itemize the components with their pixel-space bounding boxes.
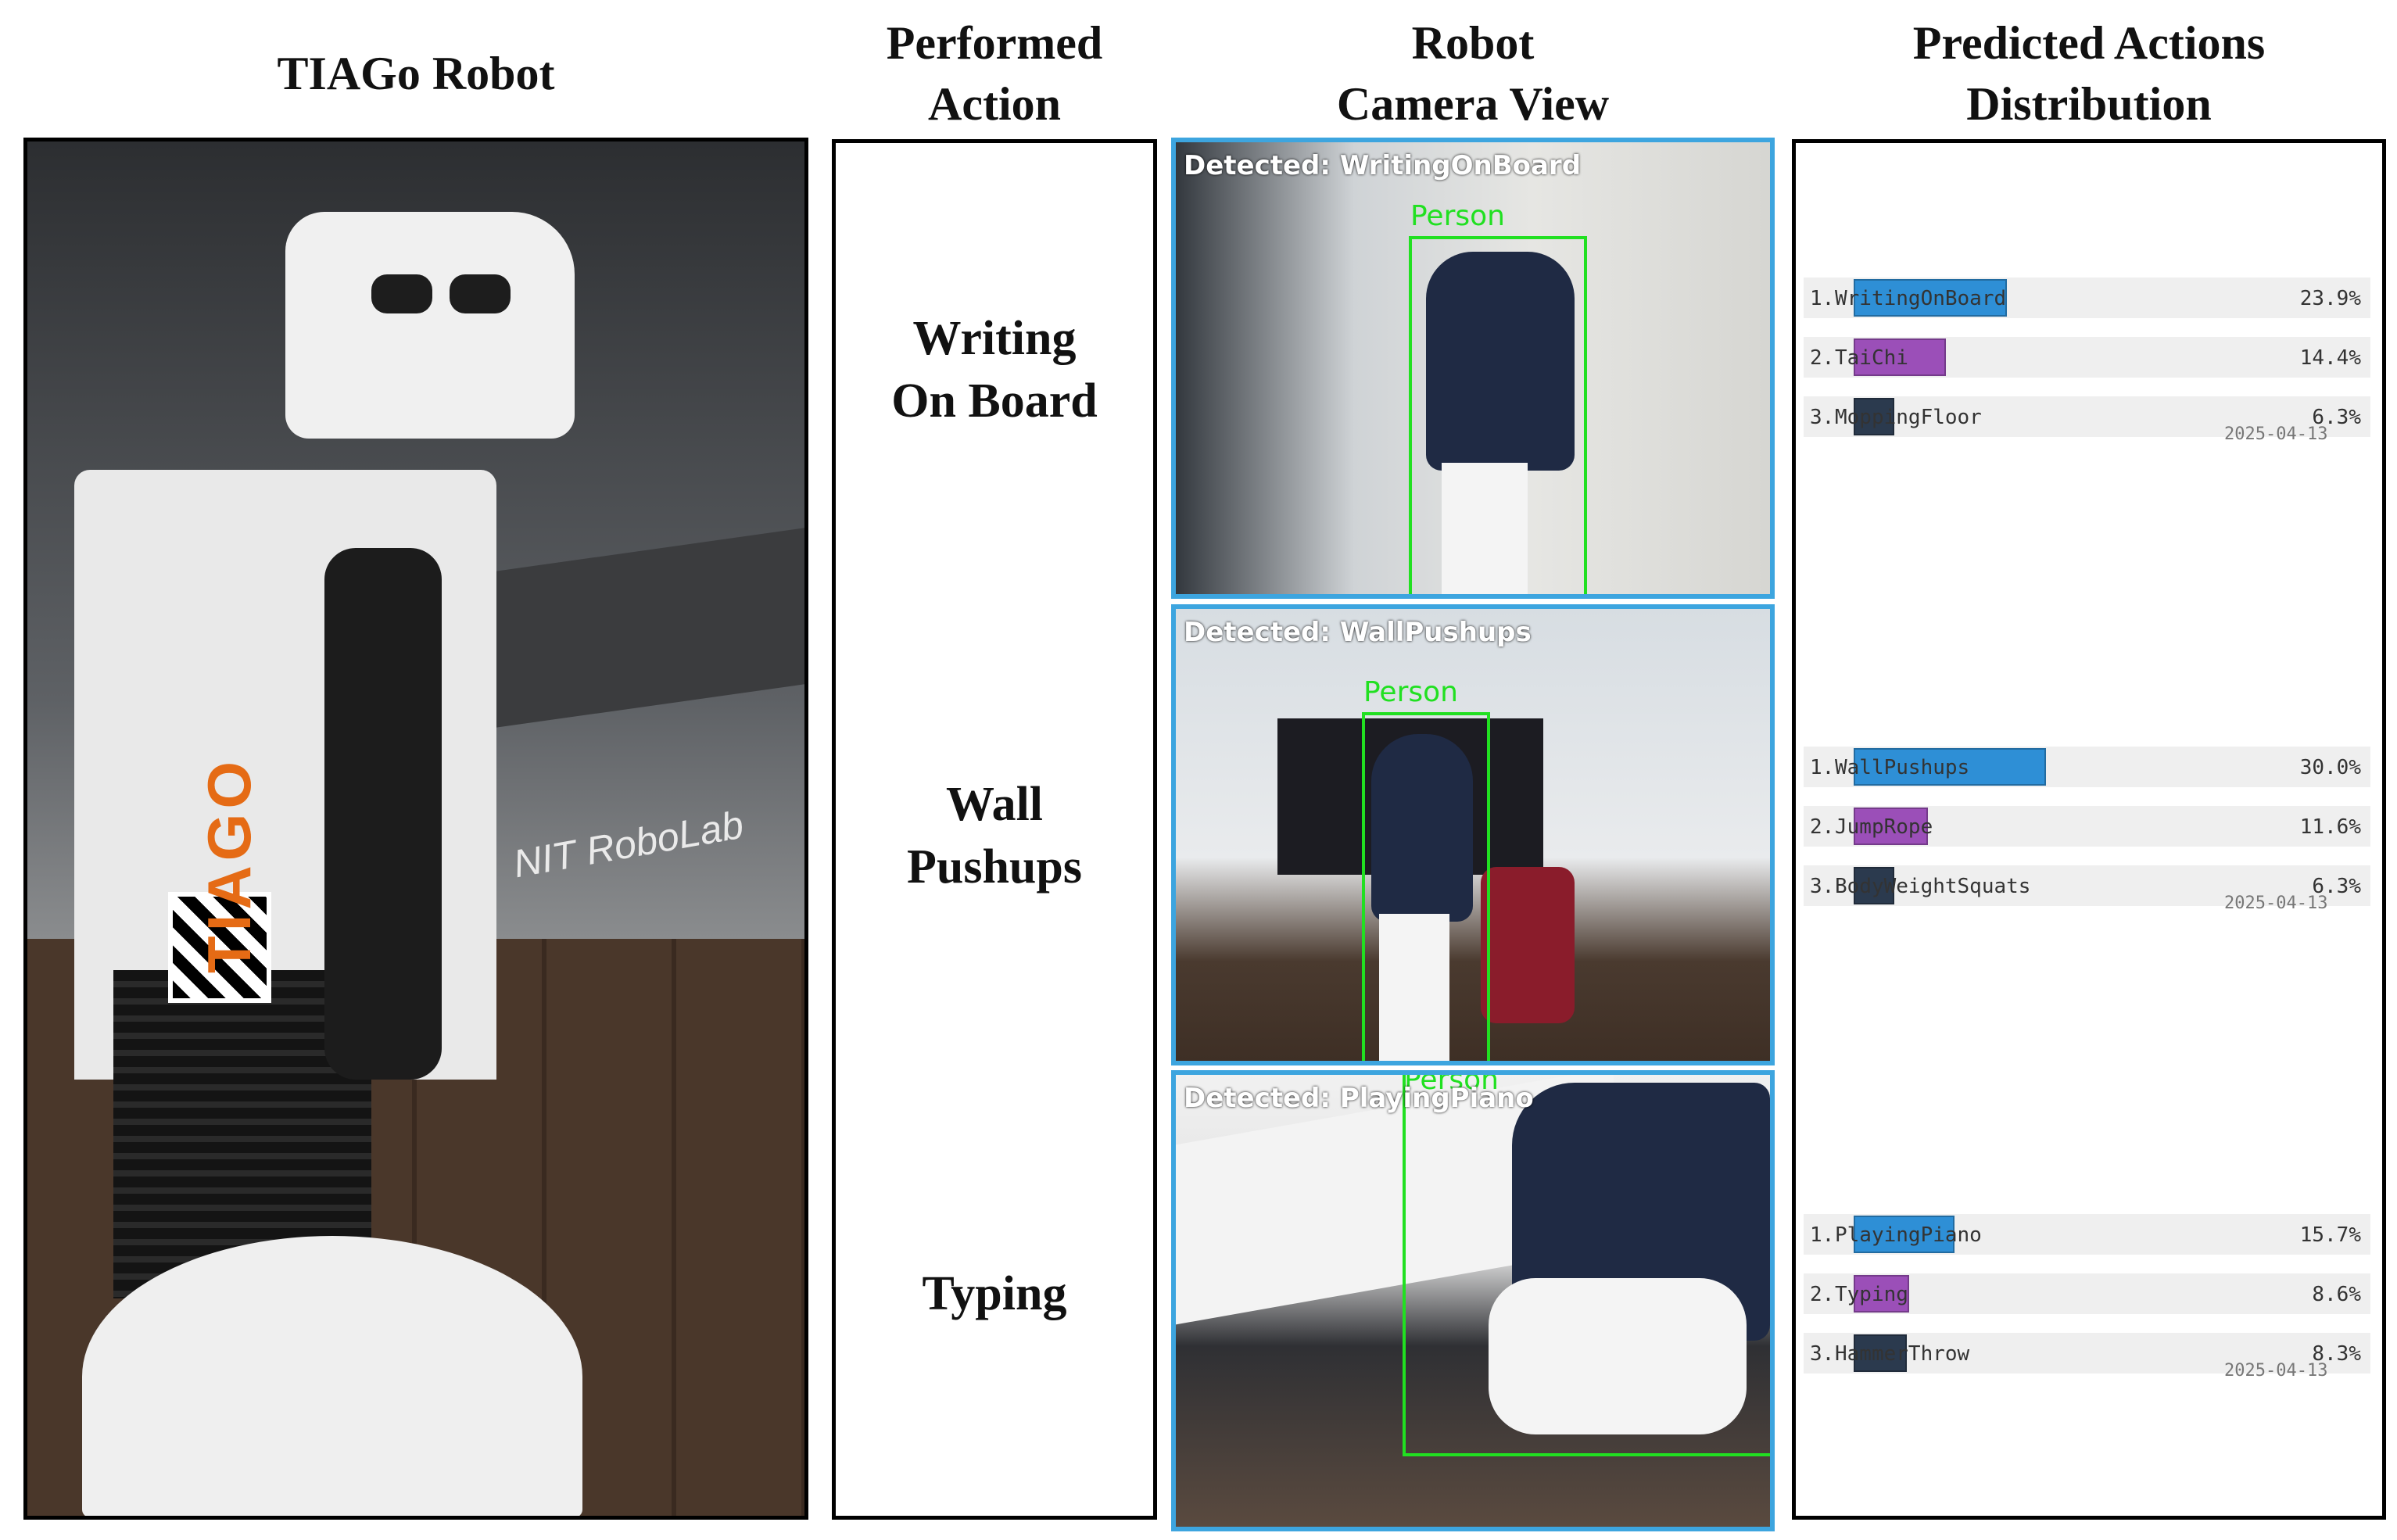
action-2-line1: Wall — [945, 778, 1044, 831]
prediction-row: 3.HammerThrow 8.3% — [1804, 1333, 2370, 1373]
prediction-name: WallPushups — [1835, 756, 1970, 779]
person-bounding-box — [1409, 236, 1587, 594]
prediction-rank: 3. — [1810, 406, 1835, 429]
red-chair — [1481, 867, 1575, 1023]
performed-action-panel: Writing On Board Wall Pushups Typing — [832, 139, 1157, 1520]
prediction-percent: 6.3% — [2312, 406, 2361, 429]
robot-head — [285, 212, 575, 439]
action-header: Performed Action — [832, 13, 1157, 134]
bbox-label: Person — [1404, 1070, 1499, 1096]
robot-base — [82, 1236, 582, 1516]
prediction-name: BodyWeightSquats — [1835, 875, 2031, 898]
camera-header: Robot Camera View — [1171, 13, 1775, 134]
prediction-bar — [1854, 1275, 1909, 1313]
action-header-line2: Action — [928, 78, 1061, 130]
bbox-label: Person — [1363, 676, 1458, 708]
prediction-row: 3.MoppingFloor 6.3% — [1804, 396, 2370, 437]
prediction-row: 3.BodyWeightSquats 6.3% — [1804, 865, 2370, 906]
prediction-percent: 23.9% — [2299, 287, 2361, 310]
action-label-1: Writing On Board — [836, 307, 1153, 432]
camera-view-3: Person Detected: PlayingPiano — [1171, 1070, 1775, 1531]
person-bounding-box — [1362, 712, 1490, 1061]
prediction-percent: 14.4% — [2299, 346, 2361, 370]
camera-view-2: Person Detected: WallPushups — [1171, 604, 1775, 1065]
person-legs — [1489, 1278, 1747, 1434]
robot-header-text: TIAGo Robot — [277, 48, 555, 99]
prediction-bar — [1854, 748, 2046, 786]
prediction-rank: 2. — [1810, 815, 1835, 839]
detected-label: Detected: WallPushups — [1184, 617, 1532, 648]
prediction-date: 2025-04-13 — [2224, 1361, 2328, 1381]
camera-header-line2: Camera View — [1336, 78, 1610, 130]
prediction-name: JumpRope — [1835, 815, 1933, 839]
person-legs — [1442, 463, 1528, 594]
distribution-header-line1: Predicted Actions — [1912, 17, 2266, 69]
distribution-header: Predicted Actions Distribution — [1792, 13, 2386, 134]
robot-header: TIAGo Robot — [23, 43, 808, 104]
prediction-percent: 6.3% — [2312, 875, 2361, 898]
robot-eye-left — [371, 274, 432, 313]
action-3-line1: Typing — [922, 1267, 1067, 1320]
detected-label: Detected: WritingOnBoard — [1184, 150, 1582, 181]
prediction-bar — [1854, 1216, 1955, 1253]
prediction-bar — [1854, 398, 1894, 435]
prediction-row: 1.WritingOnBoard 23.9% — [1804, 278, 2370, 318]
action-1-line1: Writing — [912, 312, 1077, 365]
person-legs — [1379, 914, 1449, 1061]
detected-label: Detected: PlayingPiano — [1184, 1083, 1534, 1114]
prediction-bar — [1854, 338, 1947, 376]
camera-view-1: Person Detected: WritingOnBoard — [1171, 138, 1775, 599]
prediction-percent: 15.7% — [2299, 1223, 2361, 1247]
prediction-rank: 1. — [1810, 287, 1835, 310]
action-2-line2: Pushups — [906, 840, 1083, 894]
action-label-3: Typing — [836, 1262, 1153, 1325]
prediction-row: 2.TaiChi 14.4% — [1804, 337, 2370, 378]
prediction-name: HammerThrow — [1835, 1342, 1970, 1366]
action-header-line1: Performed — [886, 17, 1103, 69]
prediction-row: 2.Typing 8.6% — [1804, 1273, 2370, 1314]
prediction-row: 2.JumpRope 11.6% — [1804, 806, 2370, 847]
prediction-rank: 3. — [1810, 1342, 1835, 1366]
prediction-name: WritingOnBoard — [1835, 287, 2007, 310]
person-figure — [1371, 734, 1473, 922]
prediction-bar — [1854, 1334, 1908, 1372]
action-1-line2: On Board — [891, 374, 1098, 428]
prediction-rank: 1. — [1810, 756, 1835, 779]
prediction-rank: 3. — [1810, 875, 1835, 898]
prediction-date: 2025-04-13 — [2224, 894, 2328, 913]
prediction-name: Typing — [1835, 1283, 1908, 1306]
person-bounding-box — [1403, 1075, 1770, 1456]
prediction-name: TaiChi — [1835, 346, 1908, 370]
robot-photo: NIT RoboLab TIAGO — [23, 138, 808, 1520]
prediction-date: 2025-04-13 — [2224, 424, 2328, 444]
prediction-rank: 2. — [1810, 346, 1835, 370]
prediction-bar — [1854, 867, 1894, 904]
prediction-bar — [1854, 279, 2007, 317]
prediction-percent: 11.6% — [2299, 815, 2361, 839]
prediction-rank: 1. — [1810, 1223, 1835, 1247]
prediction-percent: 8.3% — [2312, 1342, 2361, 1366]
prediction-percent: 30.0% — [2299, 756, 2361, 779]
robot-eye-right — [450, 274, 511, 313]
prediction-name: MoppingFloor — [1835, 406, 1982, 429]
prediction-name: PlayingPiano — [1835, 1223, 1982, 1247]
prediction-row: 1.PlayingPiano 15.7% — [1804, 1214, 2370, 1255]
distribution-header-line2: Distribution — [1966, 78, 2212, 130]
prediction-row: 1.WallPushups 30.0% — [1804, 747, 2370, 787]
aruco-marker — [168, 892, 271, 1003]
bbox-label: Person — [1410, 200, 1505, 232]
action-label-2: Wall Pushups — [836, 773, 1153, 898]
tiago-logo: TIAGO — [195, 757, 263, 973]
camera-header-line1: Robot — [1411, 17, 1535, 69]
prediction-percent: 8.6% — [2312, 1283, 2361, 1306]
prediction-bar — [1854, 808, 1929, 845]
prediction-rank: 2. — [1810, 1283, 1835, 1306]
person-figure — [1426, 252, 1575, 471]
robot-arm — [324, 548, 442, 1080]
